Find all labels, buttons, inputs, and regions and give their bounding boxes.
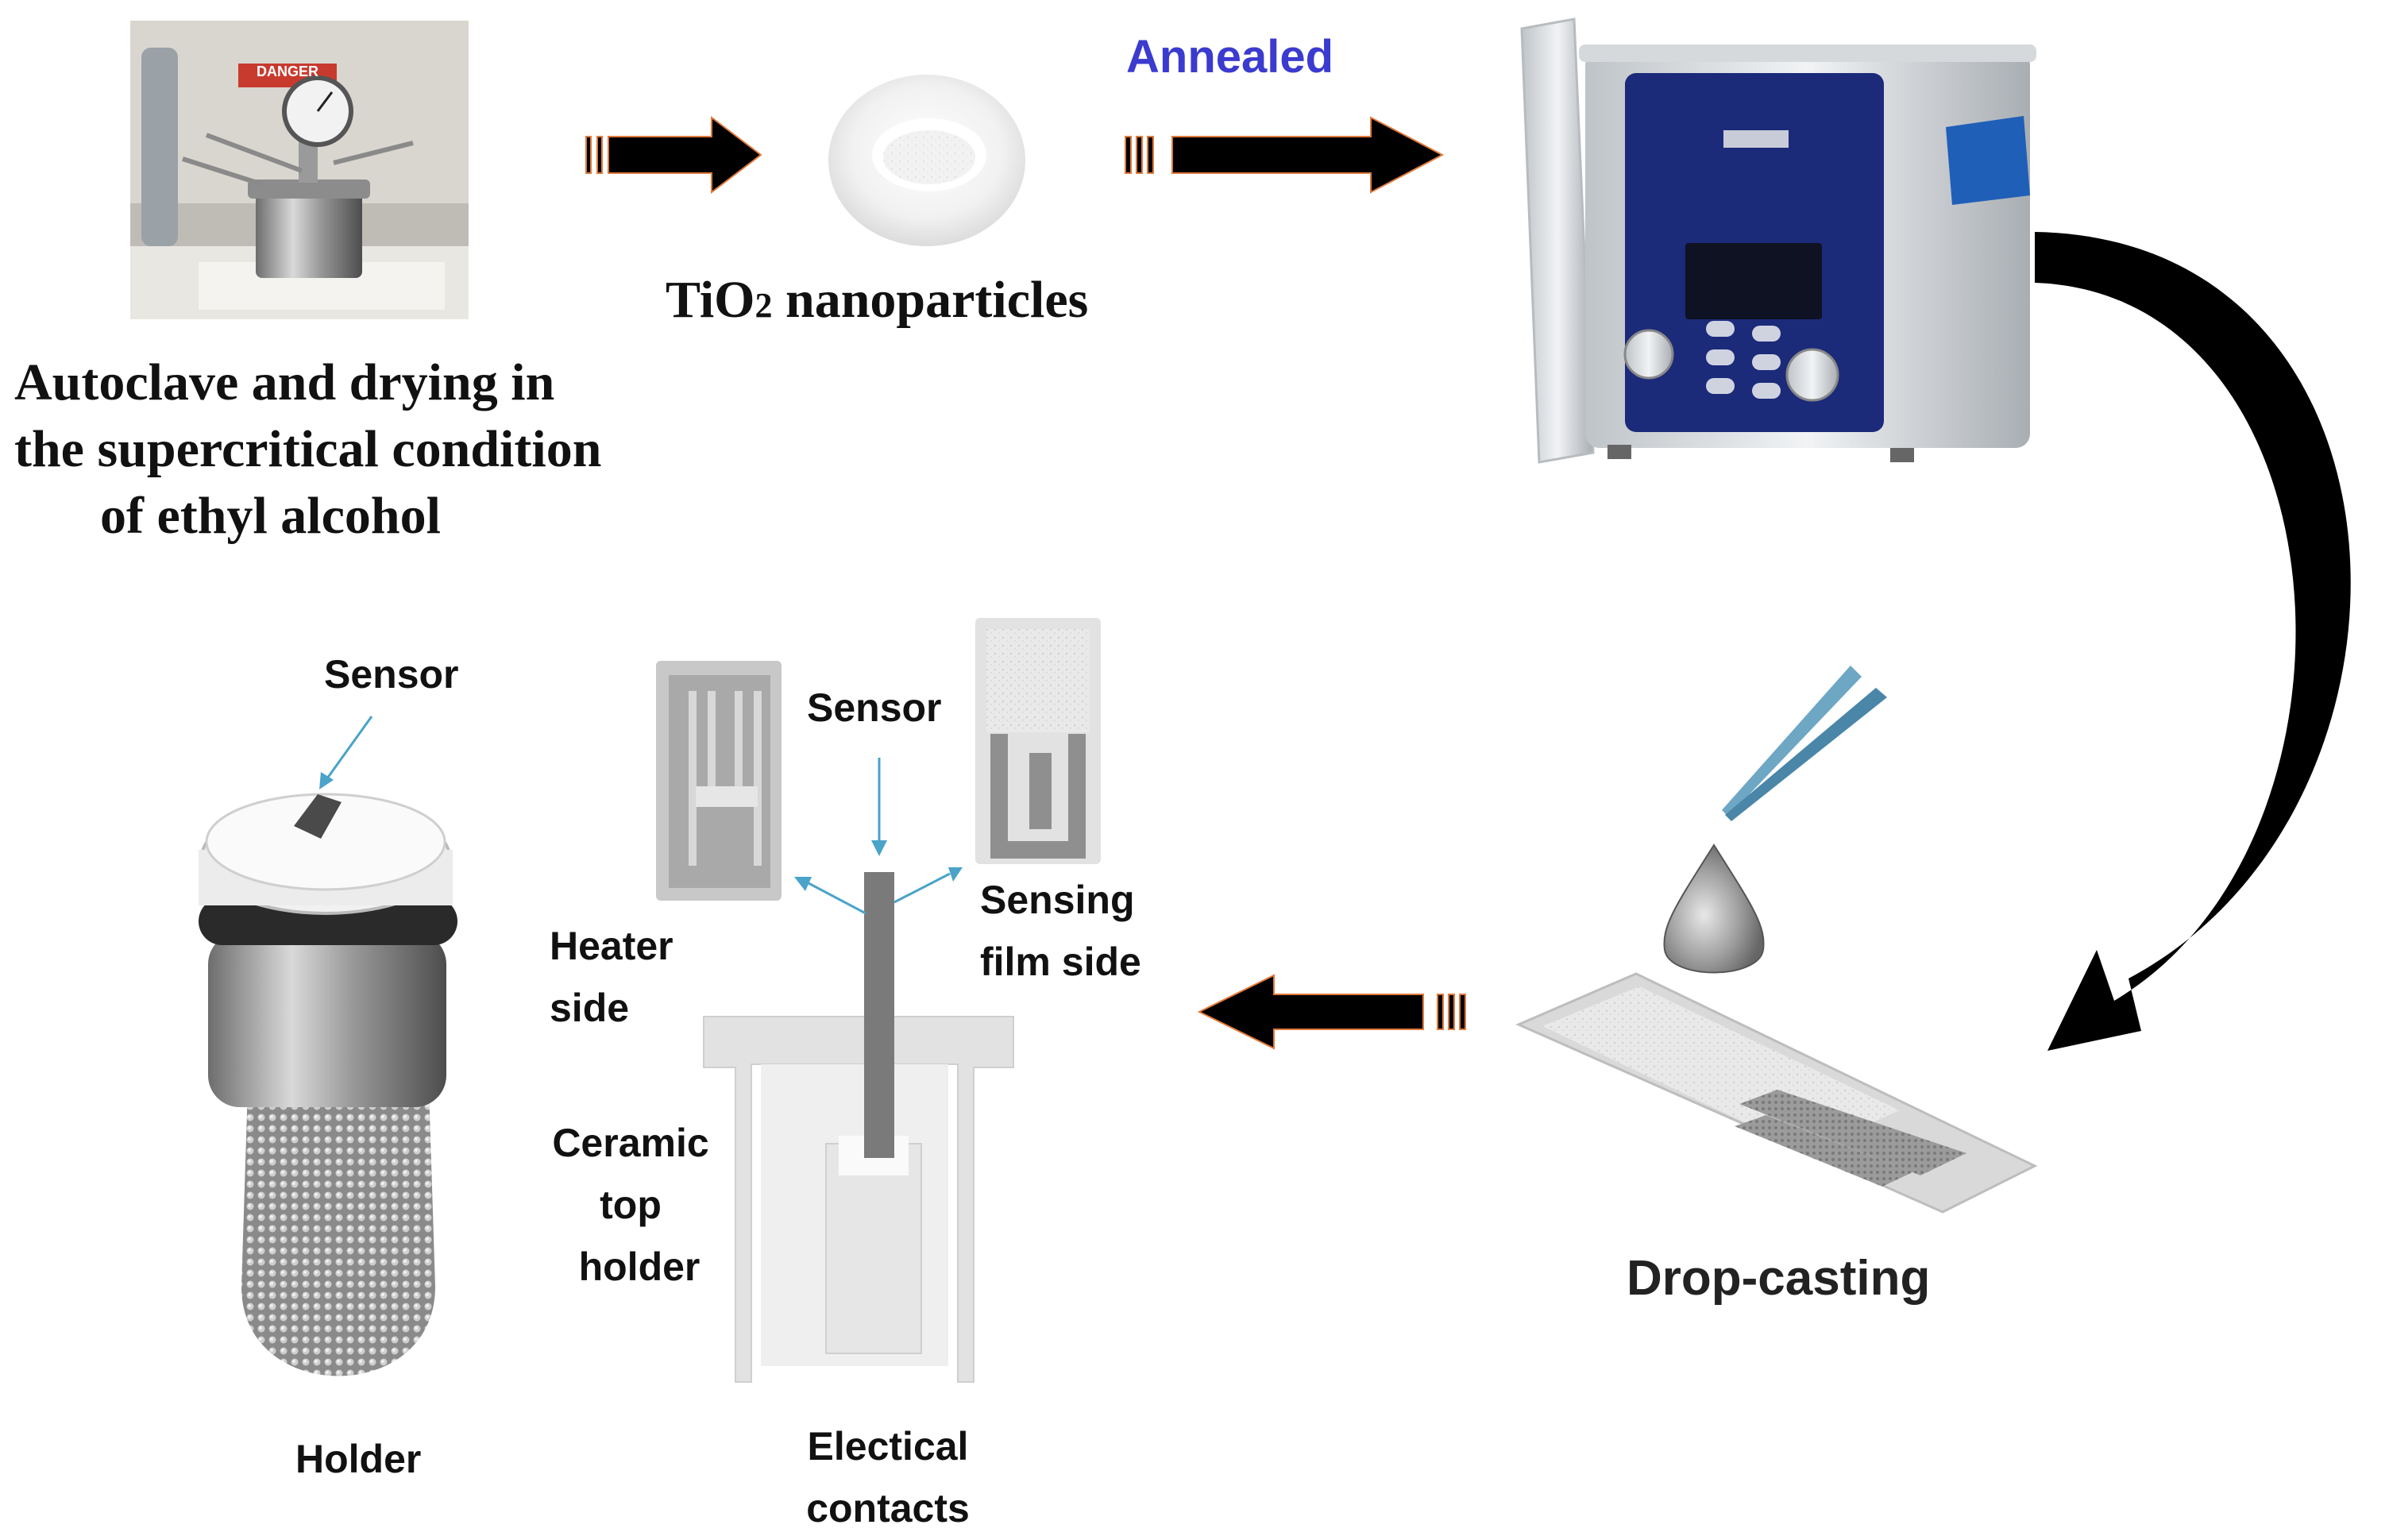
heater-side-line-2: side: [550, 986, 630, 1030]
autoclave-caption-line-1: Autoclave and drying in: [14, 353, 555, 411]
tio2-caption-prefix: TiO: [666, 271, 755, 329]
curved-arrow-to-dropcasting: [2035, 232, 2351, 1051]
heater-side-chip: [656, 661, 782, 901]
heater-side-line-1: Heater: [550, 924, 673, 968]
pipette-icon: [1722, 666, 1887, 821]
ceramic-line-2: top: [600, 1183, 662, 1227]
electrical-contacts-label: Electical contacts: [769, 1415, 1007, 1539]
pointer-arrow-holder: [319, 716, 373, 789]
arrow-to-nanoparticles: [585, 115, 762, 195]
tio2-powder-image: [828, 75, 1025, 246]
sensor-chip-schematic: [864, 872, 894, 1158]
sensor-chip-image: [1515, 972, 2038, 1214]
autoclave-caption: Autoclave and drying in the supercritica…: [14, 349, 601, 550]
sensing-film-chip: [975, 618, 1101, 864]
pointer-arrows-assembly: [794, 758, 963, 915]
heater-side-label: Heater side: [550, 915, 673, 1039]
arrow-to-assembly: [1197, 974, 1466, 1050]
holder-sensor-label: Sensor: [324, 652, 459, 697]
autoclave-caption-line-2: the supercritical condition: [14, 420, 602, 478]
tio2-caption: TiO2 nanoparticles: [666, 270, 1088, 330]
danger-sign-text: DANGER: [256, 64, 318, 79]
contacts-line-1: Electical: [807, 1424, 969, 1469]
annealing-bath-image: [1520, 17, 2036, 464]
holder-label: Holder: [295, 1437, 422, 1481]
arrow-to-annealing: [1125, 116, 1445, 194]
assembly-sensor-label: Sensor: [807, 685, 942, 730]
autoclave-caption-line-3: of ethyl alcohol: [100, 487, 441, 545]
tio2-caption-subscript: 2: [755, 286, 773, 325]
ceramic-line-3: holder: [578, 1245, 700, 1289]
ceramic-line-1: Ceramic: [552, 1121, 709, 1165]
tio2-caption-suffix: nanoparticles: [772, 271, 1089, 329]
bath-display: [1685, 243, 1822, 319]
drop-casting-label: Drop-casting: [1627, 1251, 1931, 1306]
ceramic-top-holder-schematic: [703, 1016, 1014, 1383]
sensing-film-line-2: film side: [980, 940, 1141, 984]
ceramic-top-holder-label: Ceramic top holder: [527, 1112, 734, 1298]
autoclave-photo: [130, 21, 469, 319]
droplet-icon: [1663, 843, 1765, 974]
sensing-film-line-1: Sensing: [980, 878, 1135, 922]
holder-photo: [199, 793, 457, 1376]
sensing-film-side-label: Sensing film side: [980, 869, 1141, 993]
annealed-label: Annealed: [1126, 31, 1334, 83]
contacts-line-2: contacts: [806, 1486, 970, 1530]
